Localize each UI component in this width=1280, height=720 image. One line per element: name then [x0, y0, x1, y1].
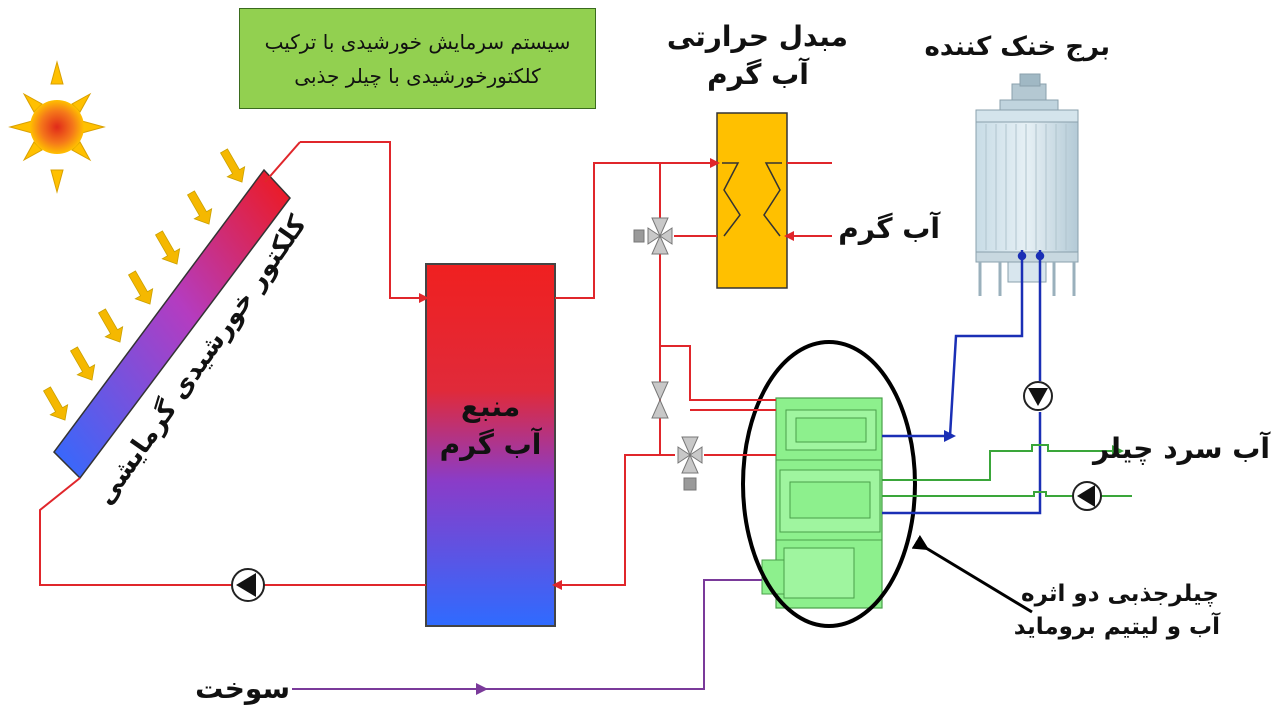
tank-label-line-2: آب گرم — [439, 427, 542, 461]
heat-exchanger-label: مبدل حرارتی آب گرم — [666, 18, 848, 94]
chiller-highlight-ellipse — [741, 340, 917, 628]
three-way-valve-top — [633, 217, 673, 255]
chiller-label: چیلرجذبی دو اثره آب و لیتیم بروماید — [1013, 578, 1220, 645]
title-line-2: کلکتورخورشیدی با چیلر جذبی — [294, 63, 541, 88]
fuel-label: سوخت — [195, 672, 290, 705]
title-box: سیستم سرمایش خورشیدی با ترکیب کلکتورخورش… — [239, 8, 596, 109]
tank-label: منبع آب گرم — [426, 388, 555, 464]
chiller-label-line-1: چیلرجذبی دو اثره — [1021, 581, 1219, 607]
chilled-water-pipes — [882, 444, 1132, 497]
chilled-water-pump-icon — [1072, 481, 1102, 511]
solar-collector — [53, 168, 291, 480]
fuel-arrow-icon — [476, 683, 488, 695]
tank-label-line-1: منبع — [460, 390, 521, 423]
two-way-valve-middle — [651, 381, 669, 419]
condenser-water-pipes — [882, 250, 1045, 515]
chilled-water-label: آب سرد چیلر — [1092, 432, 1270, 465]
sun-ray-arrows — [42, 148, 246, 421]
cooling-tower-pump-icon — [1023, 381, 1053, 411]
absorption-chiller — [761, 397, 883, 609]
heat-exchanger-label-line-1: مبدل حرارتی — [666, 20, 848, 53]
collector-pump-icon — [231, 568, 265, 602]
title-line-1: سیستم سرمایش خورشیدی با ترکیب — [264, 29, 571, 54]
cooling-tower-icon — [975, 73, 1079, 296]
chiller-label-line-2: آب و لیتیم بروماید — [1013, 614, 1220, 641]
cooling-tower-label: برج خنک کننده — [924, 32, 1110, 62]
fuel-pipe — [292, 579, 762, 690]
chiller-pointer-arrow — [911, 534, 1033, 614]
hot-water-pipes — [39, 141, 832, 590]
sun-icon — [8, 60, 106, 194]
three-way-valve-bottom — [677, 436, 703, 491]
heat-exchanger — [716, 112, 788, 289]
hot-water-tank — [425, 263, 556, 627]
hot-water-label: آب گرم — [838, 212, 940, 245]
heat-exchanger-label-line-2: آب گرم — [707, 57, 809, 91]
